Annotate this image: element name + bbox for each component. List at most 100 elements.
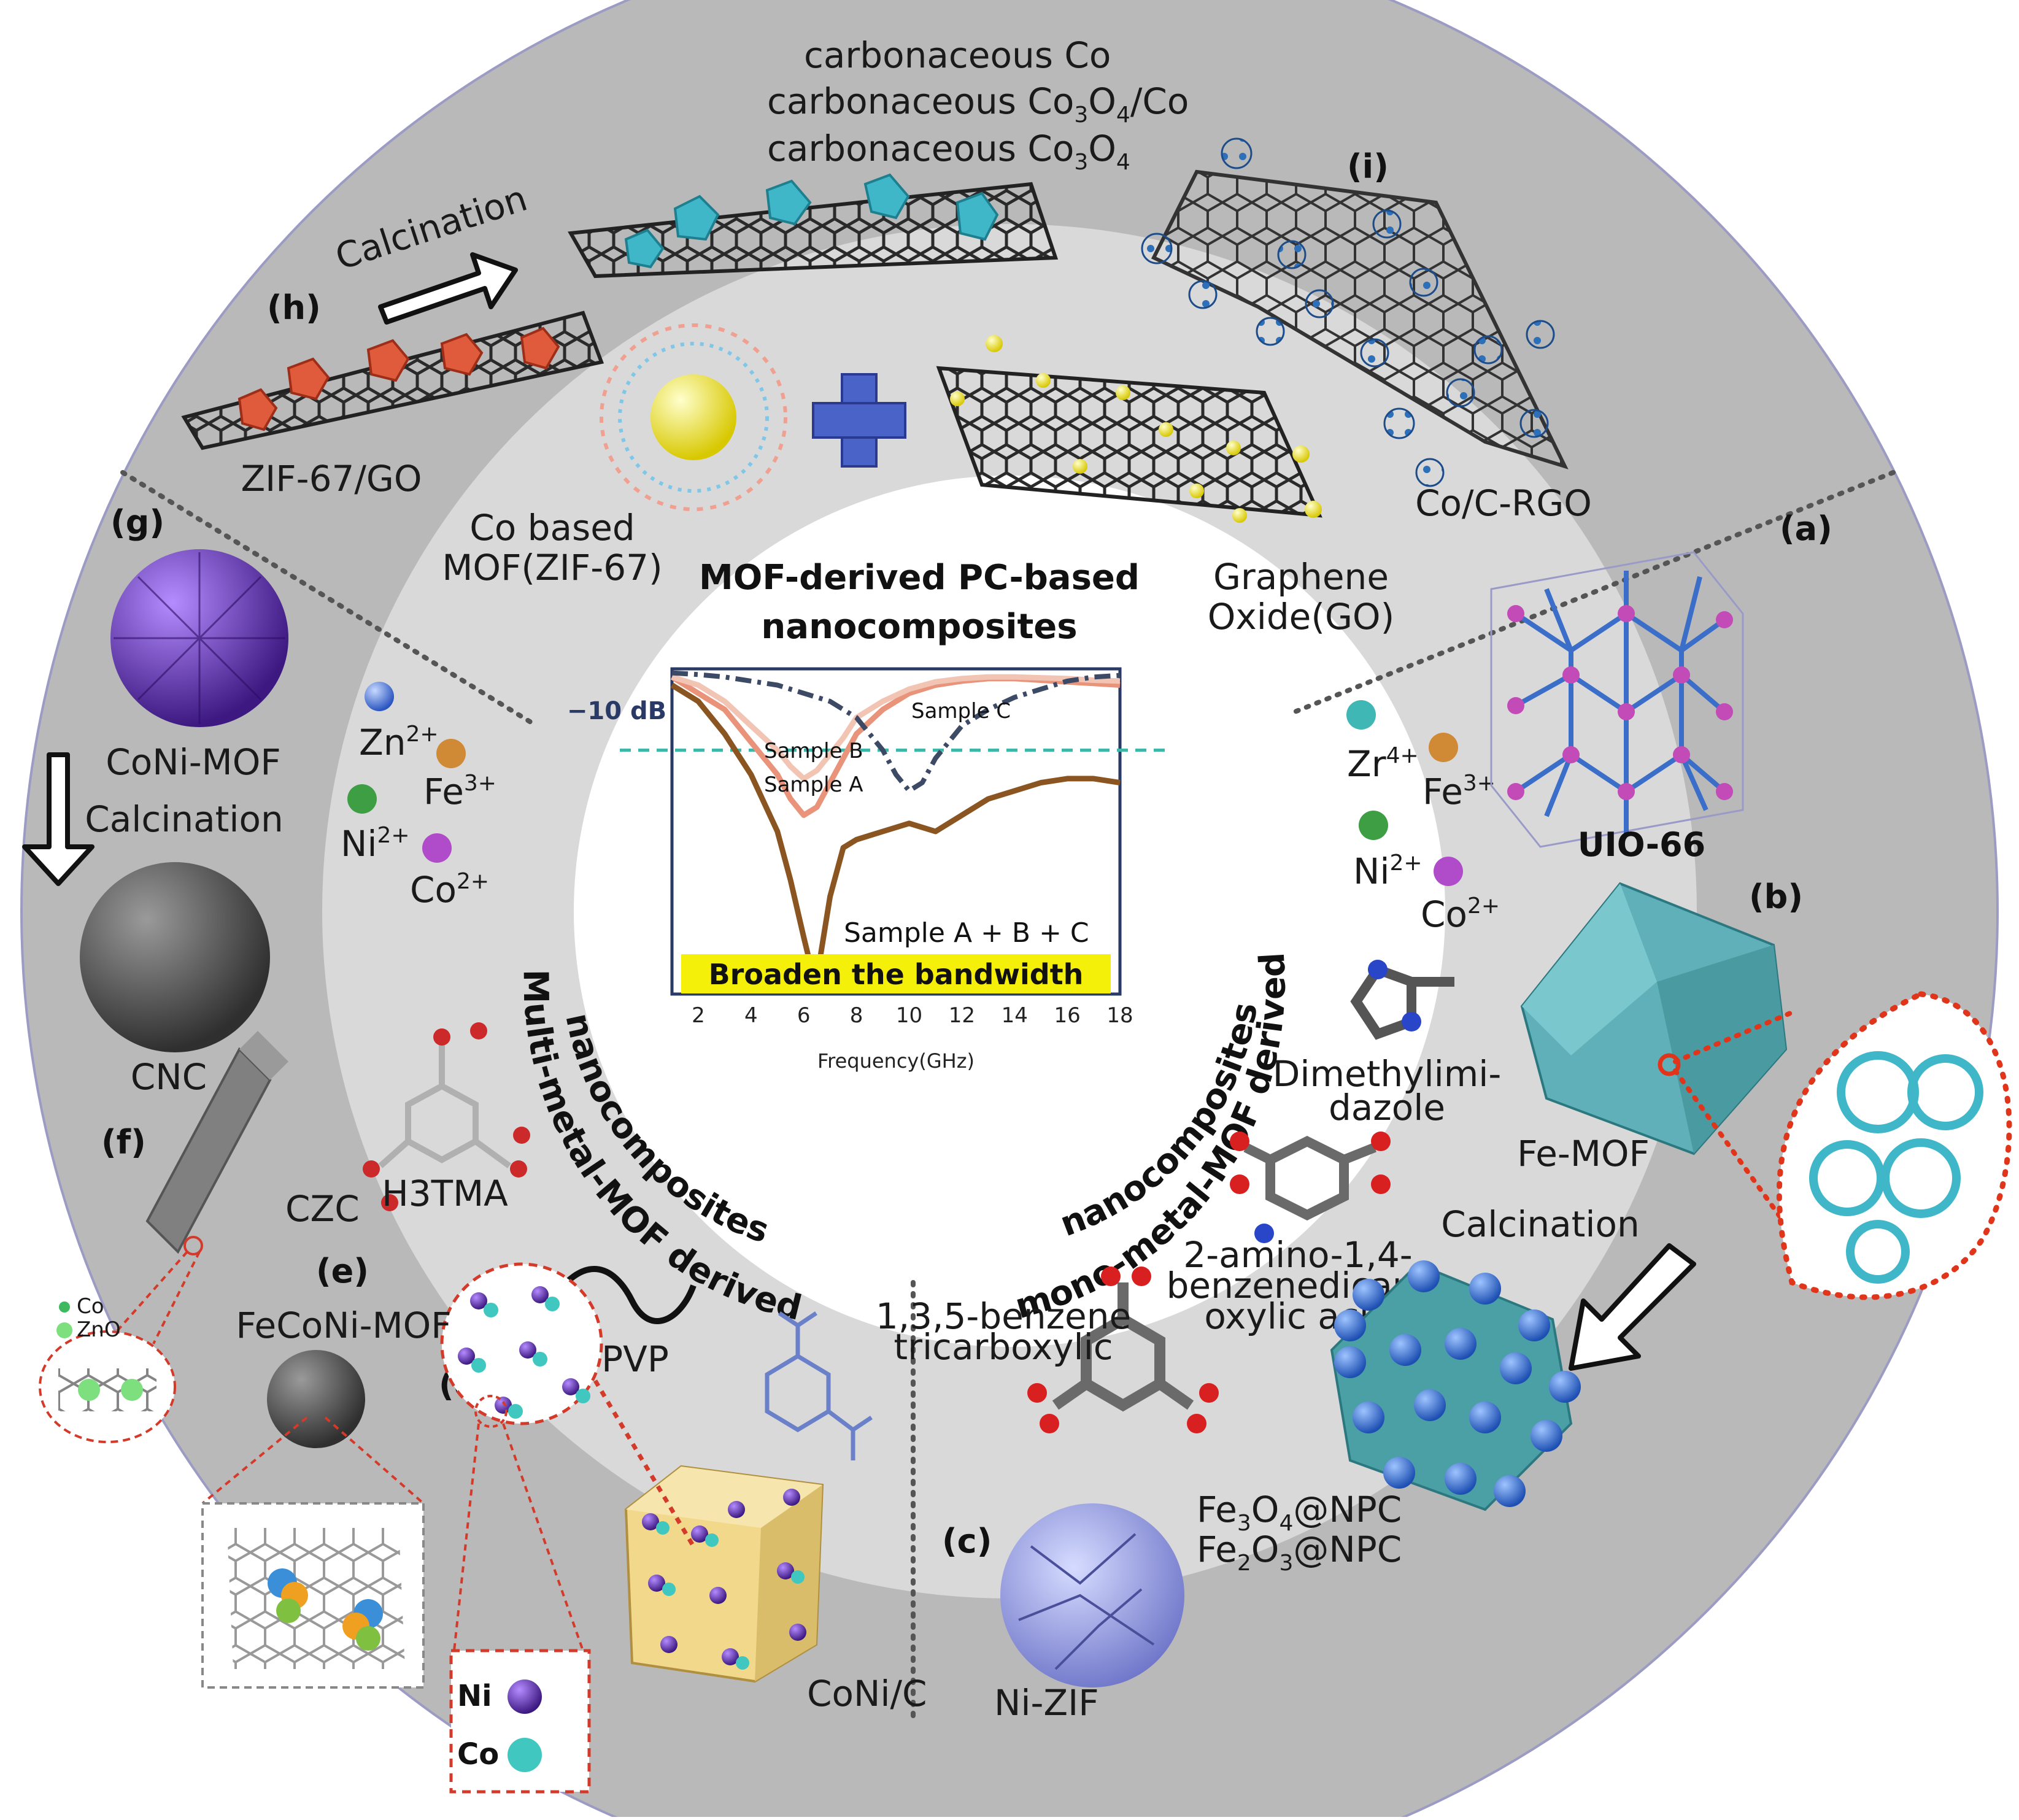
ion-co-right: Co2+ bbox=[1421, 893, 1500, 935]
center-title: MOF-derived PC-based nanocomposites bbox=[699, 558, 1140, 647]
threshold-label: −10 dB bbox=[567, 697, 666, 725]
panel-a-cell-frame bbox=[1490, 551, 1744, 848]
x-tick-label: 4 bbox=[744, 1003, 758, 1028]
series-line-sample-c bbox=[671, 670, 1121, 793]
panel-c: (c) Fe3O4@NPC Fe2O3@NPC Ni-ZIF bbox=[942, 1489, 1402, 1724]
go-label-line1: Graphene bbox=[1213, 556, 1389, 598]
panel-g-product: CNC bbox=[131, 1056, 207, 1098]
panel-g-cnc-sphere bbox=[80, 862, 270, 1052]
panel-d-nanoparticles bbox=[458, 1286, 590, 1419]
panel-c-ni-zif-particle bbox=[1000, 1503, 1184, 1687]
panel-e-name: FeCoNi-MOF bbox=[236, 1305, 451, 1346]
x-tick-label: 6 bbox=[797, 1003, 811, 1028]
iron-ion-icon bbox=[436, 739, 466, 768]
series-label-sample-b: Sample B bbox=[764, 739, 863, 763]
panel-c-facets bbox=[1018, 1533, 1155, 1670]
btc-molecule-icon bbox=[1027, 1267, 1219, 1433]
panel-d-legend-ni: Ni bbox=[457, 1679, 492, 1713]
panel-h-product-2: carbonaceous Co3O4/Co bbox=[767, 80, 1189, 128]
ion-ni-left: Ni2+ bbox=[341, 823, 410, 865]
panel-c-tag: (c) bbox=[942, 1522, 992, 1560]
panel-a-tag: (a) bbox=[1780, 509, 1832, 548]
panel-b-zoom-marker bbox=[1658, 1053, 1681, 1076]
h3tma-label: H3TMA bbox=[382, 1173, 508, 1214]
ion-zr: Zr4+ bbox=[1347, 743, 1419, 785]
nickel-ion-icon bbox=[347, 784, 377, 814]
panel-g-step-label: Calcination bbox=[85, 798, 284, 840]
x-tick-label: 2 bbox=[692, 1003, 705, 1028]
iron-ion-icon-right bbox=[1429, 733, 1458, 762]
panel-i-co-clusters bbox=[1141, 137, 1555, 487]
panel-h-arrow-icon bbox=[378, 252, 518, 325]
panel-g-name: CoNi-MOF bbox=[106, 741, 280, 783]
panel-g: (g) CoNi-MOF Calcination CNC bbox=[22, 503, 288, 1098]
panel-b: (b) Fe-MOF Calcination bbox=[1330, 877, 2012, 1511]
panel-d-co-icon bbox=[508, 1738, 542, 1772]
cobalt-ion-icon bbox=[422, 833, 452, 863]
panel-h-zif-polyhedra bbox=[237, 326, 560, 431]
btc-label-line1: 1,3,5-benzene bbox=[876, 1295, 1131, 1337]
panel-h-product-1: carbonaceous Co bbox=[804, 34, 1111, 76]
zinc-ion-icon bbox=[365, 682, 394, 711]
panel-c-product-2: Fe2O3@NPC bbox=[1197, 1529, 1402, 1576]
x-tick-label: 14 bbox=[1002, 1003, 1028, 1028]
series-label-sample-c: Sample C bbox=[911, 699, 1011, 723]
cobalt-ion-icon-right bbox=[1434, 857, 1463, 886]
panel-e-fecon-sphere bbox=[267, 1350, 365, 1448]
panel-f-name: CZC bbox=[285, 1188, 360, 1230]
panel-h: carbonaceous Co carbonaceous Co3O4/Co ca… bbox=[181, 34, 1189, 499]
graphene-oxide-sheet-illustration bbox=[936, 335, 1322, 523]
amino-bdc-molecule-icon bbox=[1230, 1132, 1391, 1243]
ion-co-left: Co2+ bbox=[410, 869, 489, 911]
go-label-line2: Oxide(GO) bbox=[1208, 596, 1394, 638]
pvp-ring-icon bbox=[765, 1311, 873, 1460]
center-title-line1: MOF-derived PC-based bbox=[699, 558, 1140, 598]
zif67-label-line2: MOF(ZIF-67) bbox=[442, 547, 662, 588]
series-label-sample-a: Sample A bbox=[764, 773, 863, 797]
panel-d-ni-icon bbox=[508, 1679, 542, 1714]
ion-zn: Zn2+ bbox=[359, 722, 439, 763]
panel-c-product-1: Fe3O4@NPC bbox=[1197, 1489, 1402, 1536]
panel-a-zr-nodes bbox=[1507, 605, 1733, 800]
panel-g-tag: (g) bbox=[110, 503, 164, 542]
dimethylimidazole-molecule-icon bbox=[1350, 960, 1454, 1040]
panel-h-tag: (h) bbox=[267, 288, 321, 327]
panel-h-cobalt-polyhedra bbox=[624, 173, 999, 269]
panel-g-arrow-icon bbox=[22, 752, 95, 886]
panel-b-tag: (b) bbox=[1749, 877, 1803, 916]
center-title-line2: nanocomposites bbox=[761, 607, 1077, 647]
h3tma-molecule-icon bbox=[363, 1022, 530, 1211]
btc-label-line2: tricarboxylic bbox=[894, 1326, 1113, 1368]
panel-h-product-3: carbonaceous Co3O4 bbox=[767, 128, 1130, 175]
panel-b-pore-zoom bbox=[1776, 991, 2012, 1300]
series-layer bbox=[670, 670, 1121, 973]
ion-ni-right: Ni2+ bbox=[1353, 850, 1423, 892]
panel-f-legend-zno: ZnO bbox=[77, 1317, 121, 1342]
panel-i-name: Co/C-RGO bbox=[1415, 482, 1592, 524]
ion-fe-right: Fe3+ bbox=[1423, 771, 1496, 812]
panel-b-arrow-icon bbox=[1569, 1243, 1696, 1371]
panel-h-name: ZIF-67/GO bbox=[241, 458, 422, 499]
panel-b-name: Fe-MOF bbox=[1517, 1133, 1650, 1174]
panel-b-fe-mof-crystal bbox=[1520, 882, 1788, 1155]
panel-d: (d) Ni Co bbox=[439, 1262, 927, 1794]
highlight-text: Broaden the bandwidth bbox=[709, 958, 1084, 991]
dimethylimidazole-label-line2: dazole bbox=[1329, 1087, 1445, 1128]
ion-fe-left: Fe3+ bbox=[423, 771, 496, 812]
panel-f-tag: (f) bbox=[101, 1123, 146, 1162]
series-line-sample-a-b-c bbox=[670, 682, 1121, 973]
x-axis-label: Frequency(GHz) bbox=[817, 1049, 975, 1073]
plus-icon bbox=[812, 373, 906, 468]
panel-b-step-label: Calcination bbox=[1441, 1203, 1640, 1245]
x-tick-label: 16 bbox=[1054, 1003, 1080, 1028]
nickel-ion-icon-right bbox=[1359, 811, 1388, 840]
series-label-sample-abc: Sample A + B + C bbox=[844, 917, 1089, 949]
divider-upper-right bbox=[1292, 470, 1896, 714]
panel-b-fe3o4-crystal bbox=[1330, 1260, 1581, 1511]
pvp-label: PVP bbox=[601, 1338, 669, 1380]
panel-e: (e) FeCoNi-MOF bbox=[201, 1252, 452, 1689]
panel-i-tag: (i) bbox=[1347, 147, 1389, 186]
panel-d-name: CoNi/C bbox=[807, 1673, 927, 1714]
